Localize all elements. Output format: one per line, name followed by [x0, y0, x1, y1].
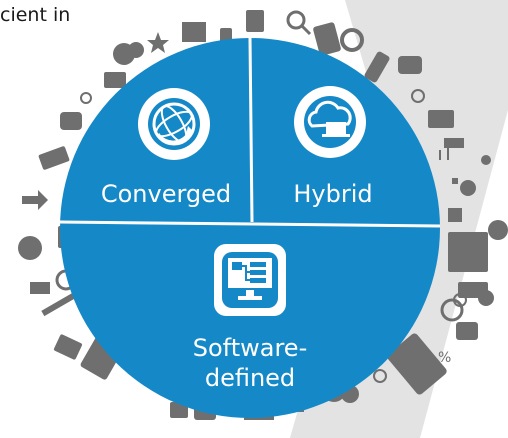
window-icon — [456, 322, 478, 340]
chip-icon — [448, 232, 488, 272]
barcode-icon — [444, 138, 464, 148]
software-defined-icon-badge — [214, 244, 286, 316]
hybrid-icon-badge — [294, 86, 366, 158]
keyboard-icon — [387, 333, 447, 395]
folder-icon — [104, 72, 126, 88]
arrow-icon — [22, 190, 48, 210]
building-icon — [246, 10, 264, 32]
cloud-laptop-icon — [304, 96, 356, 148]
converged-label: Converged — [100, 180, 232, 208]
ticket-icon — [60, 112, 82, 130]
building-icon-2 — [182, 22, 206, 42]
chat-icon — [398, 56, 422, 74]
puzzle-piece-icon — [18, 236, 42, 260]
divider-horizontal — [59, 220, 441, 228]
cloud-icon-2 — [128, 42, 144, 58]
puzzle-icon — [460, 180, 476, 196]
search-icon — [286, 10, 306, 30]
software-defined-label-line1: Software- — [192, 334, 308, 362]
notes-icon — [38, 146, 70, 170]
gear-icon — [340, 28, 364, 52]
software-defined-label-line2: defined — [204, 364, 296, 392]
photo-icon — [53, 334, 83, 360]
device-icon — [428, 110, 454, 128]
header-text: cient in — [0, 4, 71, 26]
card-icon — [170, 402, 188, 418]
svg-text:%: % — [438, 350, 451, 366]
clock-icon — [411, 89, 425, 103]
target-icon — [80, 92, 92, 104]
stack-icon — [478, 290, 494, 306]
pen-icon — [41, 289, 81, 317]
monitor-diagram-icon — [222, 252, 278, 308]
converged-icon-badge — [138, 88, 210, 160]
teacup-icon — [30, 282, 50, 294]
divider-vertical — [248, 37, 254, 223]
stapler-icon — [313, 22, 341, 56]
music-icon — [439, 148, 449, 160]
usb-icon — [364, 51, 390, 83]
thumbs-up-icon — [448, 208, 462, 222]
info-icon — [373, 369, 387, 383]
phone-handset-icon — [488, 220, 508, 240]
hybrid-label: Hybrid — [293, 180, 373, 208]
star-icon — [147, 32, 169, 53]
converged-globe-icon — [148, 98, 200, 150]
drop-icon — [481, 155, 491, 165]
stopwatch-icon — [453, 293, 467, 307]
dots-icon — [452, 178, 458, 184]
film-reel-icon — [440, 298, 464, 322]
